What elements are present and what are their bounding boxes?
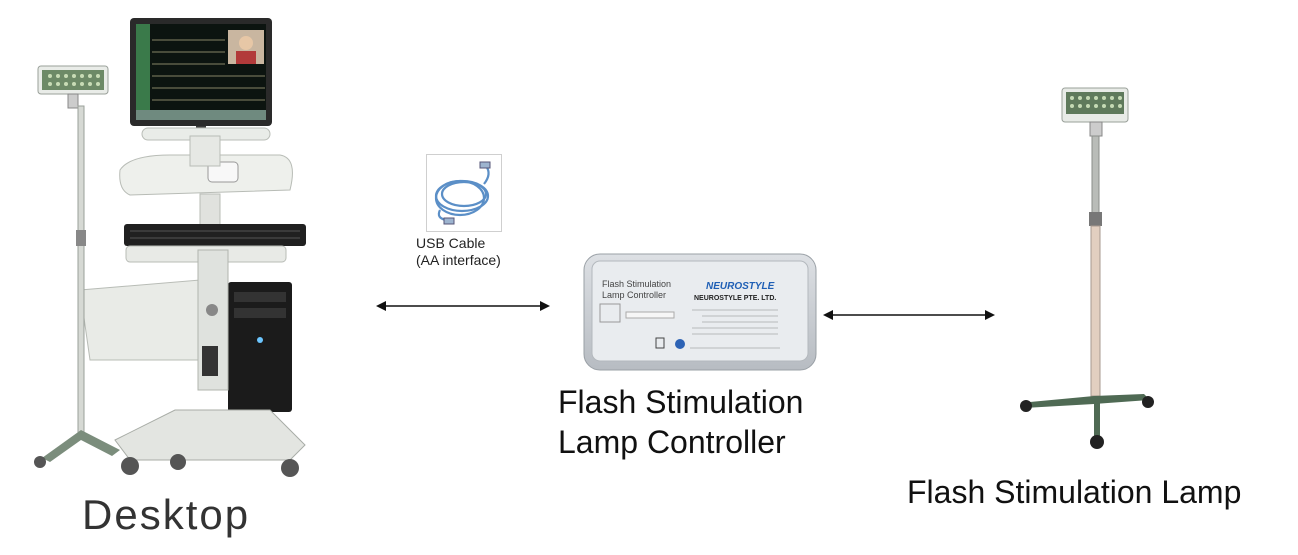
flash-stimulation-lamp-image (1020, 87, 1154, 449)
controller-brand-logo: NEUROSTYLE (706, 281, 775, 292)
controller-panel-title-line2: Lamp Controller (602, 290, 667, 300)
desktop-workstation-image (34, 18, 306, 477)
controller-label-line2: Lamp Controller (558, 424, 786, 460)
usb-cable-label-line2: (AA interface) (416, 252, 501, 268)
arrow-desktop-controller (376, 301, 550, 311)
controller-label: Flash Stimulation Lamp Controller (558, 382, 803, 462)
controller-label-line1: Flash Stimulation (558, 384, 804, 420)
lamp-controller-device (583, 253, 817, 371)
controller-panel-title-line1: Flash Stimulation (602, 279, 672, 289)
desktop-label: Desktop (82, 491, 251, 538)
lamp-label: Flash Stimulation Lamp (907, 474, 1242, 510)
usb-cable-label-line1: USB Cable (416, 235, 486, 251)
arrow-controller-lamp (823, 310, 995, 320)
controller-company-name: NEUROSTYLE PTE. LTD. (694, 295, 777, 302)
usb-cable-label: USB Cable (AA interface) (416, 235, 501, 269)
usb-cable-image (426, 154, 502, 232)
monitor (130, 18, 272, 136)
controller-panel-title: Flash Stimulation Lamp Controller (602, 279, 671, 301)
